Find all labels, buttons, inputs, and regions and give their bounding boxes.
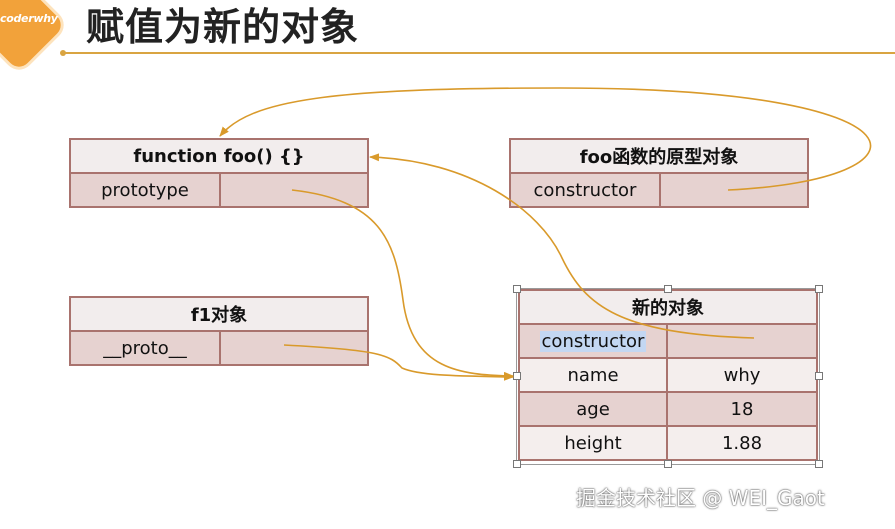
prototype-object-title: foo函数的原型对象 bbox=[509, 138, 809, 174]
new-object-name-key: name bbox=[518, 357, 668, 393]
f1-object-box: f1对象 __proto__ bbox=[69, 296, 369, 366]
new-object-height-key: height bbox=[518, 425, 668, 461]
slide-title: 赋值为新的对象 bbox=[86, 5, 360, 49]
resize-handle-bottom-right[interactable] bbox=[815, 460, 823, 468]
title-underline bbox=[62, 52, 895, 54]
arrow-foo-prototype-to-new-object bbox=[291, 189, 514, 380]
new-object-height-value: 1.88 bbox=[666, 425, 818, 461]
f1-object-title: f1对象 bbox=[69, 296, 369, 332]
title-underline-dot bbox=[60, 50, 66, 56]
new-object-constructor-key[interactable]: constructor bbox=[518, 323, 668, 359]
arrow-new-constructor-to-foo bbox=[369, 153, 755, 339]
arrow-constructor-to-foo bbox=[219, 87, 872, 191]
resize-handle-top-right[interactable] bbox=[815, 285, 823, 293]
resize-handle-bottom-left[interactable] bbox=[513, 460, 521, 468]
logo-text: coderwhy bbox=[0, 12, 58, 25]
new-object-constructor-value bbox=[666, 323, 818, 359]
foo-function-title: function foo() {} bbox=[69, 138, 369, 174]
resize-handle-bottom[interactable] bbox=[664, 460, 672, 468]
resize-handle-top-left[interactable] bbox=[513, 285, 521, 293]
prototype-constructor-key: constructor bbox=[509, 172, 661, 208]
new-object-constructor-key-text: constructor bbox=[539, 330, 647, 352]
new-object-title: 新的对象 bbox=[518, 289, 818, 325]
f1-proto-key: __proto__ bbox=[69, 330, 221, 366]
foo-prototype-object-box: foo函数的原型对象 constructor bbox=[509, 138, 809, 208]
new-object-age-key: age bbox=[518, 391, 668, 427]
arrow-f1-proto-to-new-object bbox=[283, 344, 514, 381]
watermark: 掘金技术社区 @ WEI_Gaot bbox=[576, 486, 825, 510]
new-object-age-value: 18 bbox=[666, 391, 818, 427]
f1-proto-value bbox=[219, 330, 369, 366]
resize-handle-right[interactable] bbox=[815, 372, 823, 380]
resize-handle-top[interactable] bbox=[664, 285, 672, 293]
new-object-box[interactable]: 新的对象 constructor name why age 18 height … bbox=[518, 289, 818, 461]
foo-prototype-key: prototype bbox=[69, 172, 221, 208]
new-object-name-value: why bbox=[666, 357, 818, 393]
